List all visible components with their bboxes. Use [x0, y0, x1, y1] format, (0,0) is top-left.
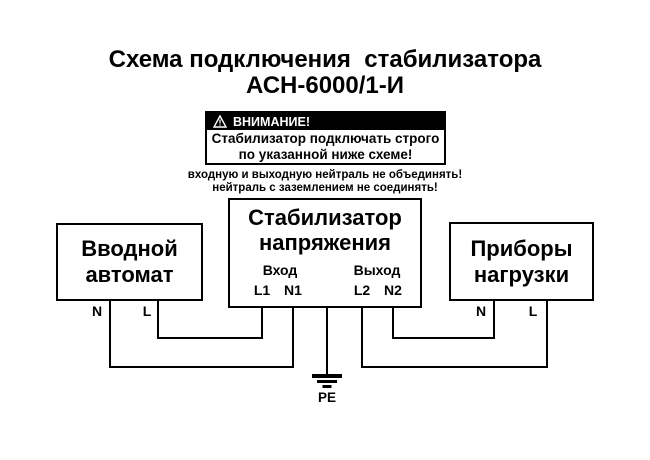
earth-ground-icon	[312, 374, 342, 388]
stabilizer-box: Стабилизатор напряжения Вход Выход L1 N1…	[228, 198, 422, 308]
wire-line-to-l1	[157, 301, 263, 339]
warning-body-line2: по указанной ниже схеме!	[238, 147, 413, 162]
breaker-terminal-l-label: L	[142, 303, 152, 319]
stabilizer-input-label: Вход	[262, 262, 298, 278]
page-title: Схема подключения стабилизатора	[108, 46, 542, 73]
wire-neutral-to-n1	[109, 301, 294, 368]
model-title: АСН-6000/1-И	[245, 72, 405, 99]
warning-body-line1: Стабилизатор подключать строго	[211, 131, 440, 146]
warning-header: ВНИМАНИЕ!	[207, 113, 444, 130]
stabilizer-label-line2: напряжения	[259, 230, 391, 255]
warning-box: ВНИМАНИЕ! Стабилизатор подключать строго…	[205, 111, 446, 165]
wire-n2-to-load-n	[392, 301, 495, 339]
warning-triangle-icon	[213, 115, 227, 128]
breaker-terminal-n-label: N	[91, 303, 103, 319]
terminal-label-l1: L1	[253, 282, 271, 298]
load-box: Приборы нагрузки	[449, 222, 594, 301]
input-breaker-box: Вводной автомат	[56, 223, 203, 301]
load-label-line1: Приборы	[470, 235, 573, 261]
input-breaker-label-line2: автомат	[85, 262, 174, 287]
input-breaker-label-line1: Вводной	[81, 236, 178, 261]
neutral-note-line2: нейтраль с заземлением не соединять!	[212, 182, 438, 194]
terminal-label-n1: N1	[284, 282, 302, 298]
stabilizer-output-label: Выход	[353, 262, 401, 278]
stabilizer-label-line1: Стабилизатор	[248, 205, 402, 230]
terminal-label-l2: L2	[353, 282, 371, 298]
warning-body: Стабилизатор подключать строго по указан…	[207, 130, 444, 163]
load-label-line2: нагрузки	[473, 261, 570, 287]
load-terminal-l-label: L	[528, 303, 538, 319]
load-terminal-n-label: N	[475, 303, 487, 319]
stabilizer-label: Стабилизатор напряжения	[230, 205, 420, 255]
pe-ground-label: PE	[317, 390, 336, 405]
neutral-note-line1: входную и выходную нейтраль не объединят…	[187, 169, 463, 181]
terminal-label-n2: N2	[384, 282, 402, 298]
warning-header-label: ВНИМАНИЕ!	[233, 114, 310, 129]
wire-l2-to-load-l	[361, 301, 548, 368]
